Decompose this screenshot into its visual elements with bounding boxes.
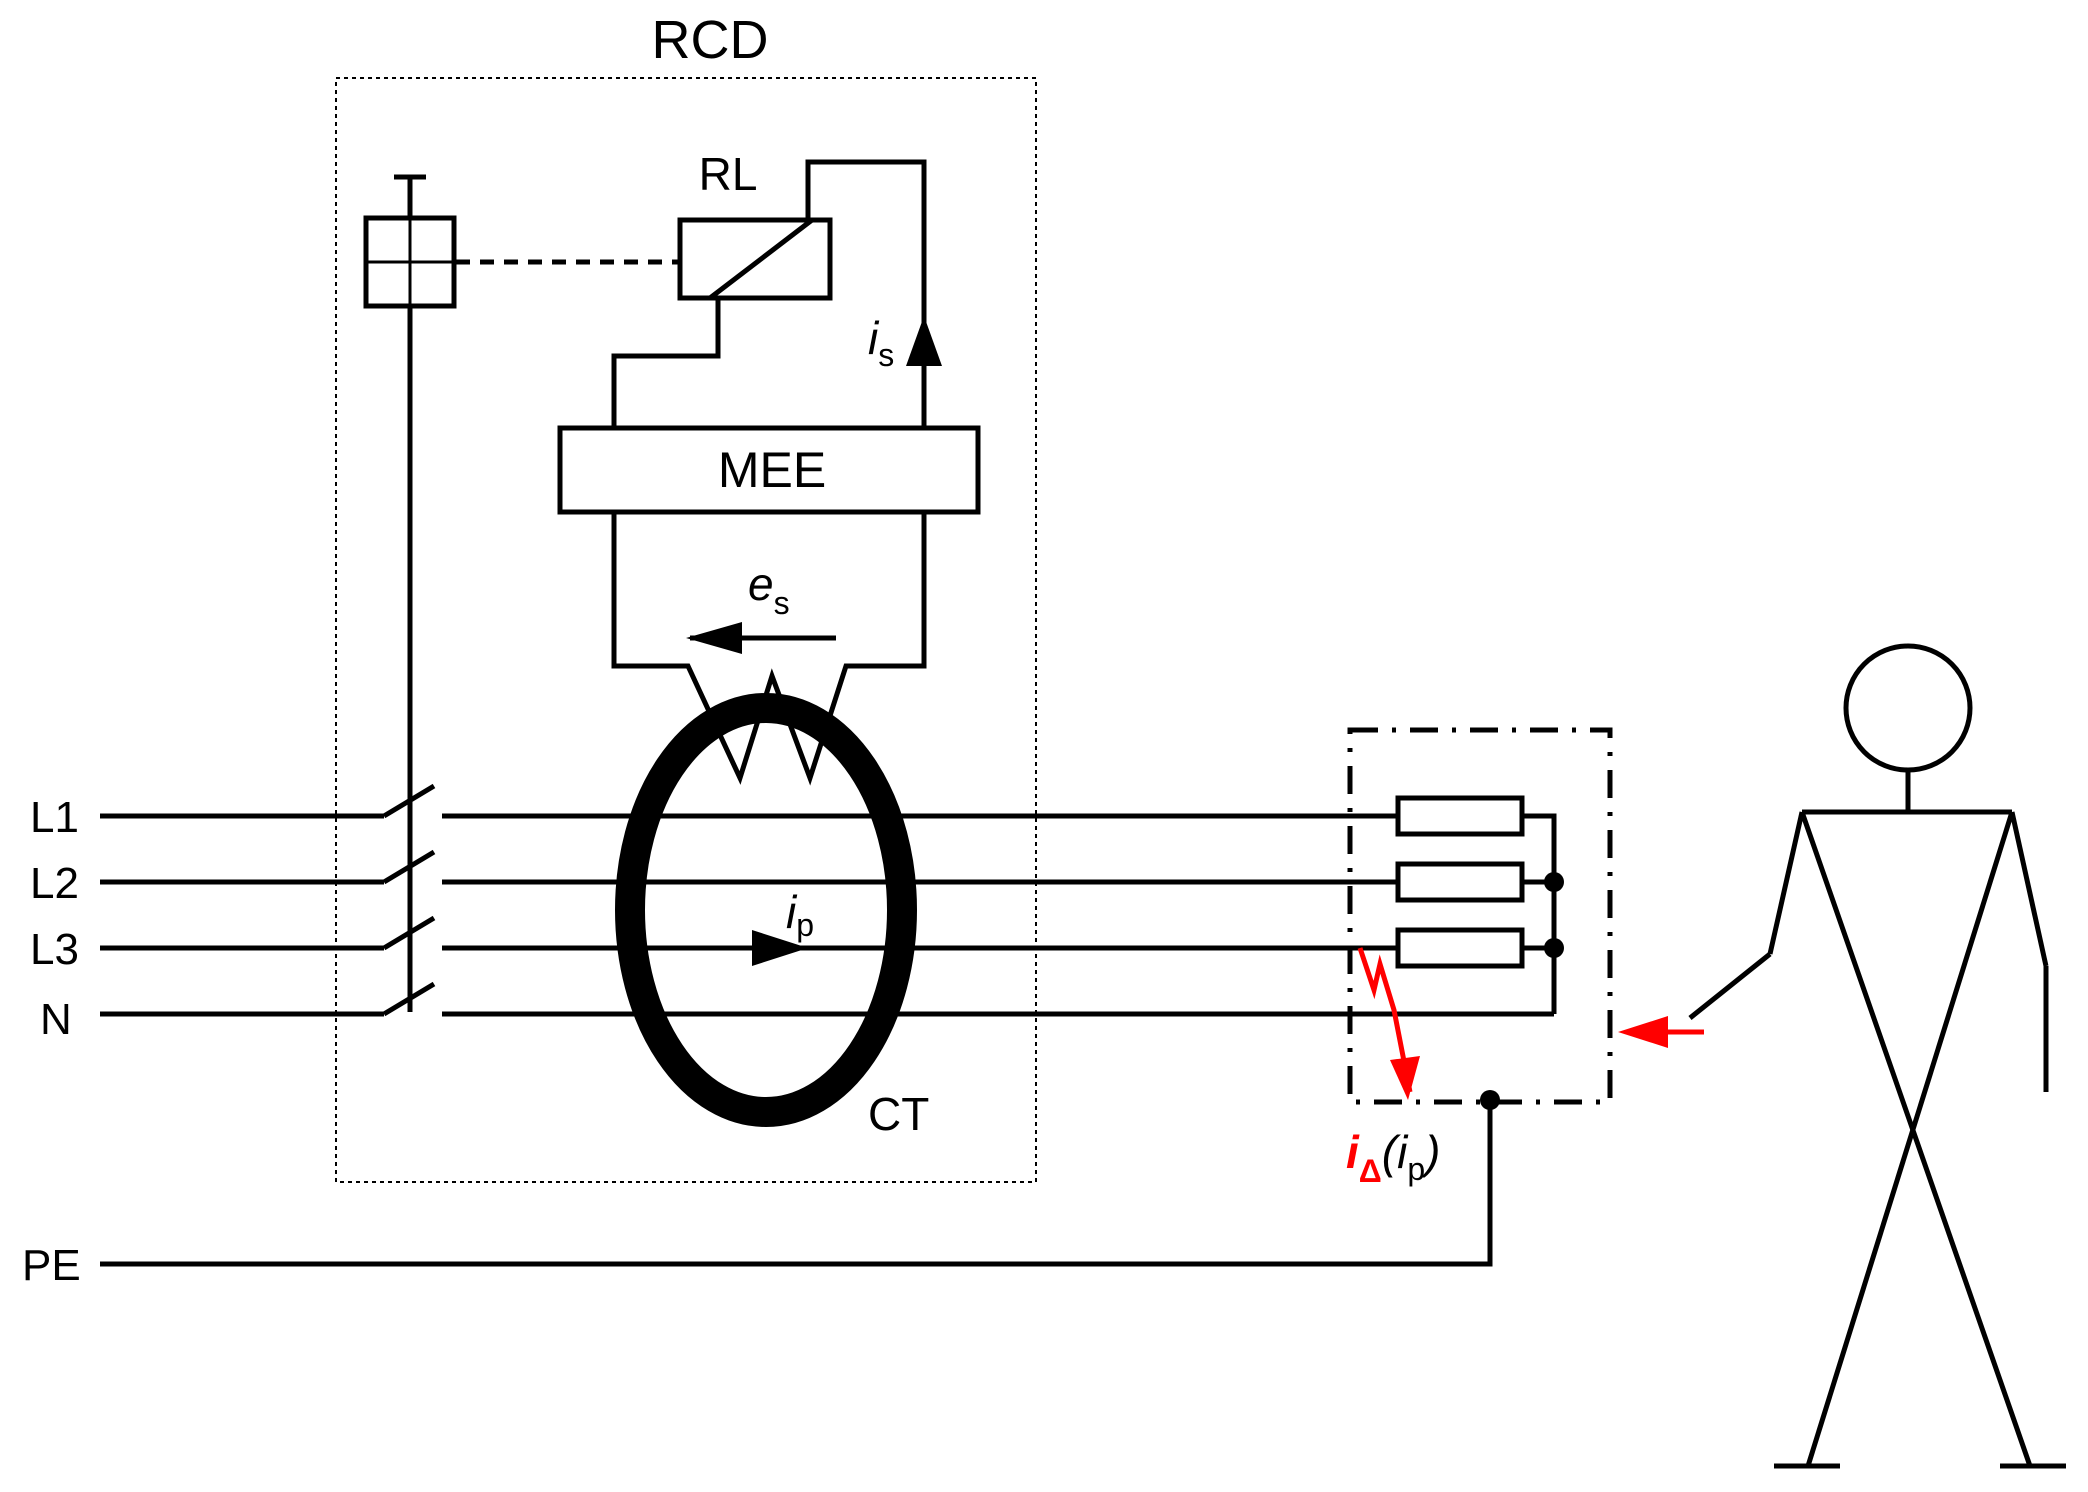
load-enclosure <box>1347 727 1613 1105</box>
mee-box <box>557 425 981 515</box>
pe-conductor <box>100 1100 1493 1267</box>
primary-current-label: ip <box>786 886 814 943</box>
current-transformer-label: CT <box>868 1088 929 1140</box>
touch-current-arrowhead <box>1618 1016 1668 1048</box>
fault-arrowhead <box>1390 1056 1420 1100</box>
fault-current-label: iΔ(ip) <box>1346 1126 1440 1189</box>
secondary-current-arrow <box>906 316 942 366</box>
conductors <box>100 783 1554 1017</box>
rcd-label: RCD <box>652 10 769 70</box>
conductor-label-l1: L1 <box>30 793 79 842</box>
load-resistors <box>1395 795 1557 1014</box>
person-figure <box>1688 643 2066 1469</box>
relay-label: RL <box>699 148 758 200</box>
junction-dot <box>1480 1090 1500 1110</box>
secondary-current-label: is <box>868 312 894 373</box>
conductor-label-l2: L2 <box>30 859 79 908</box>
current-transformer-core <box>615 693 917 1127</box>
trip-mechanism <box>363 174 457 1012</box>
primary-current-arrow <box>752 930 808 966</box>
conductor-label-l3: L3 <box>30 925 79 974</box>
secondary-voltage-label: es <box>748 558 790 621</box>
pe-label: PE <box>22 1241 81 1290</box>
secondary-voltage-arrowhead <box>686 622 742 654</box>
junction-dot <box>1544 938 1564 958</box>
rcd-enclosure <box>335 77 1037 1183</box>
mee-label: MEE <box>718 442 826 498</box>
relay <box>611 159 927 428</box>
junction-dot <box>1544 872 1564 892</box>
secondary-winding <box>611 512 927 786</box>
conductor-label-n: N <box>40 995 72 1044</box>
fault-indicator <box>1357 947 1413 1093</box>
